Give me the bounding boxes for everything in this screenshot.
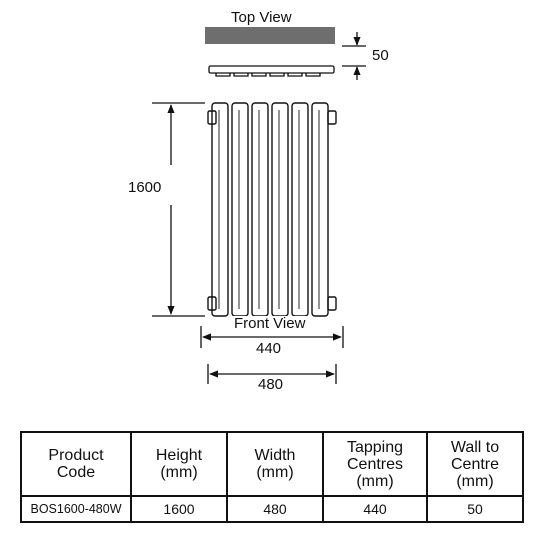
height-dimension — [152, 102, 205, 317]
width-dimension — [207, 364, 337, 384]
top-view-shape — [205, 27, 335, 44]
cell-wall-to-centre: 50 — [426, 495, 524, 523]
depth-dimension — [342, 32, 366, 80]
tapping-centres-dimension — [200, 326, 344, 348]
height-label: 1600 — [128, 179, 162, 196]
spec-table-header-row: Product Code Height (mm) Width (mm) Tapp… — [20, 431, 524, 497]
tapping-centres-label: 440 — [256, 340, 282, 357]
top-view-label: Top View — [231, 9, 292, 26]
front-view-label: Front View — [232, 315, 308, 332]
cell-tapping-centres: 440 — [322, 495, 428, 523]
cell-height: 1600 — [130, 495, 228, 523]
header-product-code: Product Code — [20, 431, 132, 497]
header-tapping-centres: Tapping Centres (mm) — [322, 431, 428, 497]
width-label: 480 — [258, 376, 284, 393]
header-height: Height (mm) — [130, 431, 228, 497]
header-wall-to-centre: Wall to Centre (mm) — [426, 431, 524, 497]
depth-label: 50 — [372, 47, 389, 64]
top-view-profile — [208, 65, 335, 77]
spec-table: Product Code Height (mm) Width (mm) Tapp… — [20, 431, 524, 523]
table-row: BOS1600-480W 1600 480 440 50 — [20, 495, 524, 523]
front-view-radiator — [207, 102, 337, 317]
cell-product-code: BOS1600-480W — [20, 495, 132, 523]
cell-width: 480 — [226, 495, 324, 523]
header-width: Width (mm) — [226, 431, 324, 497]
